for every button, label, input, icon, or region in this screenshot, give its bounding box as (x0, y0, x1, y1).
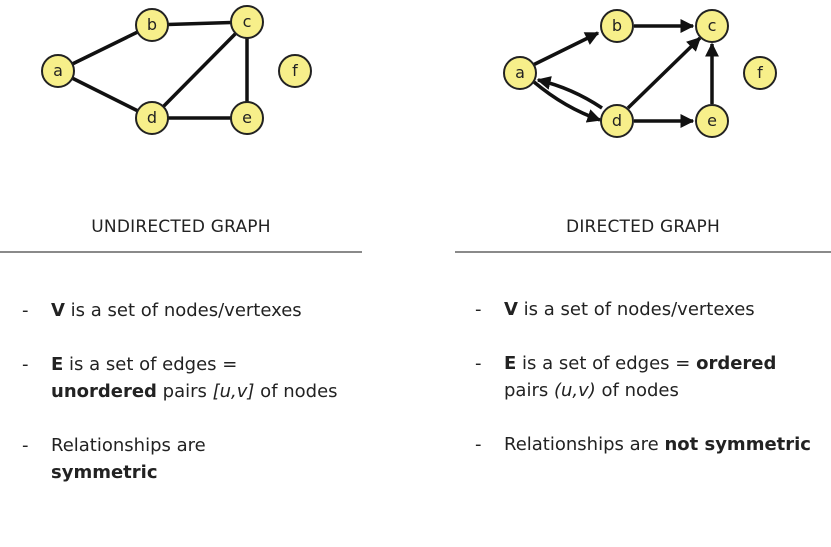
bullet-text: is a set of nodes/vertexes (517, 299, 755, 320)
bullet-strong: V (51, 300, 65, 321)
bullet-text-2: pairs (504, 380, 554, 401)
bullet-edges: - E is a set of edges = unordered pairs [u… (22, 351, 342, 405)
node-label-a: a (515, 63, 525, 82)
node-f: f (278, 54, 312, 88)
node-d: d (135, 101, 169, 135)
bullet-text-3: of nodes (254, 381, 338, 402)
bullet-text: is a set of edges = (516, 353, 697, 374)
bullet-strong: V (504, 299, 518, 320)
node-label-c: c (708, 16, 717, 35)
bullet-dash: - (475, 299, 482, 320)
bullet-text: Relationships are (51, 435, 206, 456)
bullet-vertices: - V is a set of nodes/vertexes (475, 296, 825, 323)
directed-graph: a b c d e f (503, 9, 777, 138)
bullet-vertices: - V is a set of nodes/vertexes (22, 297, 342, 324)
node-label-d: d (612, 111, 622, 130)
undirected-bullets: - V is a set of nodes/vertexes - E is a se… (22, 297, 342, 513)
edge-d-to-a (536, 76, 603, 110)
undirected-divider (0, 251, 362, 253)
bullet-dash: - (22, 435, 29, 456)
edge-d-to-c (626, 36, 702, 110)
node-a: a (503, 56, 537, 90)
node-label-f: f (292, 61, 298, 80)
edge-a-d (57, 69, 153, 120)
node-label-b: b (147, 15, 157, 34)
node-e: e (230, 101, 264, 135)
directed-bullets: - V is a set of nodes/vertexes - E is a se… (475, 296, 825, 485)
node-c: c (695, 9, 729, 43)
node-b: b (600, 9, 634, 43)
bullet-em: [u,v] (212, 381, 255, 402)
bullet-text-3: of nodes (595, 380, 679, 401)
node-label-e: e (707, 111, 717, 130)
node-label-e: e (242, 108, 252, 127)
node-label-f: f (757, 63, 763, 82)
node-e: e (695, 104, 729, 138)
bullet-dash: - (475, 434, 482, 455)
bullet-text: Relationships are (504, 434, 665, 455)
node-a: a (41, 54, 75, 88)
bullet-dash: - (475, 353, 482, 374)
bullet-strong: E (504, 353, 517, 374)
bullet-em: (u,v) (553, 380, 596, 401)
edge-c-d (150, 20, 249, 120)
bullet-strong-2: unordered (51, 381, 157, 402)
node-label-c: c (243, 12, 252, 31)
node-label-d: d (147, 108, 157, 127)
node-label-a: a (53, 61, 63, 80)
bullet-strong: not symmetric (664, 434, 811, 455)
bullet-relationships: - Relationships are symmetric (22, 432, 342, 486)
node-b: b (135, 8, 169, 42)
bullet-strong: symmetric (51, 462, 158, 483)
edge-a-b (57, 23, 153, 73)
undirected-title: UNDIRECTED GRAPH (91, 217, 271, 237)
directed-title: DIRECTED GRAPH (566, 217, 720, 237)
bullet-edges: - E is a set of edges = ordered pairs (u,… (475, 350, 825, 404)
bullet-text: is a set of edges = (63, 354, 238, 375)
node-d: d (600, 104, 634, 138)
bullet-relationships: - Relationships are not symmetric (475, 431, 825, 458)
bullet-text: is a set of nodes/vertexes (64, 300, 302, 321)
node-label-b: b (612, 16, 622, 35)
bullet-text-2: pairs (156, 381, 213, 402)
bullet-strong-2: ordered (696, 353, 777, 374)
undirected-graph: a b c d e f (41, 5, 312, 135)
directed-edges (532, 19, 719, 128)
bullet-dash: - (22, 354, 29, 375)
bullet-dash: - (22, 300, 29, 321)
bullet-strong: E (51, 354, 64, 375)
node-f: f (743, 56, 777, 90)
node-c: c (230, 5, 264, 39)
directed-divider (455, 251, 831, 253)
edge-a-to-b (532, 31, 600, 67)
